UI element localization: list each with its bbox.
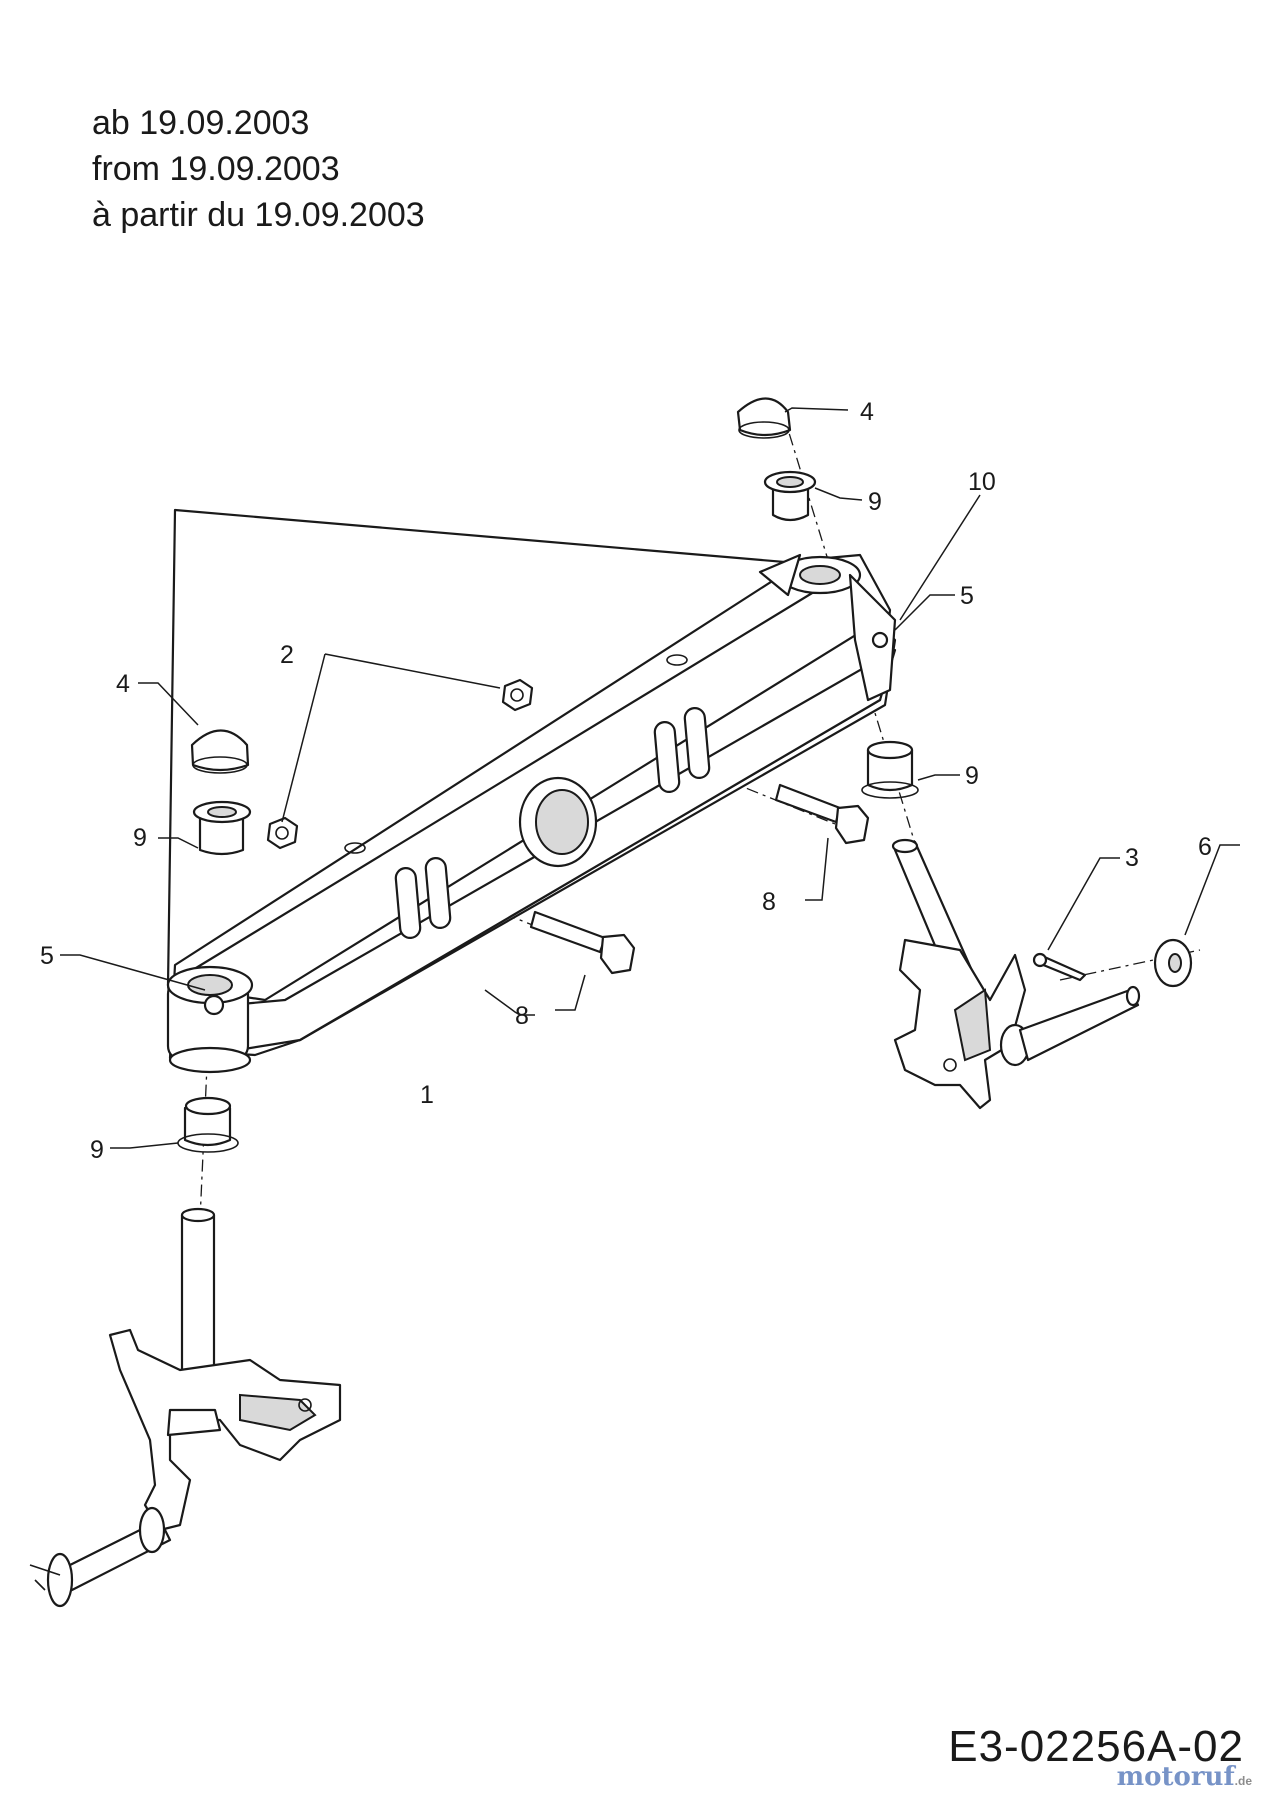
callout-4-right: 4: [860, 398, 874, 426]
hex-bolt-front: [529, 910, 636, 975]
validity-fr: à partir du 19.09.2003: [92, 196, 425, 234]
grease-fitting-left: [203, 994, 225, 1016]
cotter-pin: [1032, 952, 1087, 982]
lock-nut-front: [266, 816, 299, 850]
watermark-brand: motoruf: [1116, 1762, 1235, 1792]
validity-de: ab 19.09.2003: [92, 104, 310, 142]
dust-cap-right: [736, 397, 792, 439]
spindle-right: [891, 838, 1141, 1110]
watermark-tld: .de: [1234, 1774, 1252, 1788]
spindle-left: [29, 1207, 342, 1608]
grease-fitting-right: [871, 631, 889, 649]
callout-10: 10: [968, 468, 996, 496]
callout-5-right: 5: [960, 582, 974, 610]
callout-8-front: 8: [515, 1002, 529, 1030]
callout-1: 1: [420, 1081, 434, 1109]
brand-watermark: motoruf.de: [1117, 1762, 1252, 1792]
callout-6: 6: [1198, 833, 1212, 861]
callout-9-right-bottom: 9: [965, 762, 979, 790]
flange-bushing-right-top: [763, 470, 817, 522]
callout-9-right-top: 9: [868, 488, 882, 516]
front-axle-beam: [166, 508, 897, 1074]
callout-2: 2: [280, 641, 294, 669]
lock-nut-rear: [501, 678, 534, 712]
callout-8-rear: 8: [762, 888, 776, 916]
dust-cap-left: [190, 729, 250, 774]
washer: [1153, 938, 1193, 988]
callout-3: 3: [1125, 844, 1139, 872]
validity-note: ab 19.09.2003 from 19.09.2003 à partir d…: [92, 100, 425, 238]
callout-4-left: 4: [116, 670, 130, 698]
validity-en: from 19.09.2003: [92, 150, 340, 188]
drawing-number: E3-02256A-02: [948, 1722, 1244, 1771]
flange-bushing-left-top: [192, 800, 252, 856]
callout-9-left-bottom: 9: [90, 1136, 104, 1164]
hex-bolt-rear: [774, 783, 870, 845]
callout-5-left: 5: [40, 942, 54, 970]
callout-9-left-top: 9: [133, 824, 147, 852]
flange-bushing-right-bottom: [861, 740, 919, 799]
flange-bushing-left-bottom: [177, 1096, 239, 1153]
